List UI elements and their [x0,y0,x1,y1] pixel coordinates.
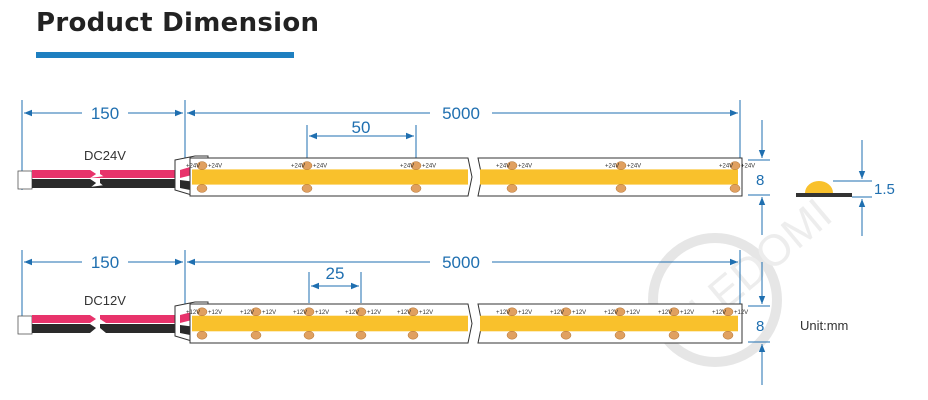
voltage-label: +12V [496,310,510,316]
voltage-label: +24V [496,164,510,170]
width-24v: 8 [756,172,764,189]
solder-pad [615,161,627,170]
pitch-24v: 50 [352,118,371,137]
strip-length-24v: 5000 [442,104,480,123]
voltage-label: +12V [518,310,532,316]
solder-pad [196,307,208,317]
solder-pad [196,330,208,340]
solder-pad [506,307,518,317]
title-underline [36,52,294,58]
solder-pad [729,184,741,193]
voltage-label: +12V [604,310,618,316]
voltage-label: +24V [719,164,733,170]
led-band [480,169,738,185]
strip-profile-view: 1.5 [796,140,895,236]
lead-length-24v: 150 [91,104,119,123]
solder-pad [668,307,680,317]
voltage-label: +24V [291,164,305,170]
voltage-label: +12V [240,310,254,316]
solder-pad [560,330,572,340]
voltage-label: +24V [627,164,641,170]
voltage-label: +12V [367,310,381,316]
led-band [192,315,468,332]
voltage-label: +24V [313,164,327,170]
solder-pad [668,330,680,340]
solder-pad [303,330,315,340]
voltage-label: +24V [605,164,619,170]
voltage-label: +24V [400,164,414,170]
voltage-label: +12V [186,310,200,316]
voltage-label: +12V [262,310,276,316]
solder-pad [303,307,315,317]
voltage-label: +12V [397,310,411,316]
voltage-label: +12V [626,310,640,316]
solder-pad [506,330,518,340]
solder-pad [355,307,367,317]
width-12v: 8 [756,318,764,335]
solder-pad [250,307,262,317]
led-strip-24v: +24V +24V +24V +24V +24V +24V +24V +24V +24V +24V… [186,157,755,197]
voltage-label: +12V [680,310,694,316]
led-band [480,315,738,332]
voltage-label: +12V [345,310,359,316]
led-band [192,169,468,185]
voltage-label: +12V [419,310,433,316]
page-title: Product Dimension [36,8,320,38]
voltage-label: +24V [422,164,436,170]
solder-pad [301,184,313,193]
wire-leads-12v [17,301,209,343]
solder-pad [407,307,419,317]
solder-pad [196,161,208,170]
solder-pad [410,184,422,193]
solder-pad [560,307,572,317]
solder-pad [301,161,313,170]
supply-label-24v: DC24V [84,148,126,163]
solder-pad [615,184,627,193]
lead-length-12v: 150 [91,253,119,272]
voltage-label: +24V [208,164,222,170]
voltage-label: +12V [712,310,726,316]
solder-pad [506,161,518,170]
solder-pad [614,330,626,340]
solder-pad [614,307,626,317]
strip-12v-dimensions: 150 5000 25 8 [21,250,770,385]
pitch-12v: 25 [326,264,345,283]
solder-pad [407,330,419,340]
strip-length-12v: 5000 [442,253,480,272]
voltage-label: +12V [208,310,222,316]
wire-leads-24v [17,155,209,197]
solder-pad [355,330,367,340]
voltage-label: +12V [572,310,586,316]
supply-label-12v: DC12V [84,293,126,308]
voltage-label: +12V [315,310,329,316]
solder-pad [196,184,208,193]
solder-pad [722,307,734,317]
voltage-label: +12V [550,310,564,316]
profile-height: 1.5 [874,181,895,198]
voltage-label: +24V [518,164,532,170]
solder-pad [410,161,422,170]
solder-pad [506,184,518,193]
solder-pad [250,330,262,340]
led-strip-12v: +12V +12V +12V +12V +12V +12V +12V +12V +12V +12V… [186,303,748,344]
voltage-label: +12V [293,310,307,316]
solder-pad [729,161,741,170]
voltage-label: +12V [734,310,748,316]
strip-24v-dimensions: 150 5000 50 8 [21,100,770,235]
voltage-label: +12V [658,310,672,316]
solder-pad [722,330,734,340]
voltage-label: +24V [741,164,755,170]
unit-label: Unit:mm [800,318,848,333]
voltage-label: +24V [186,164,200,170]
